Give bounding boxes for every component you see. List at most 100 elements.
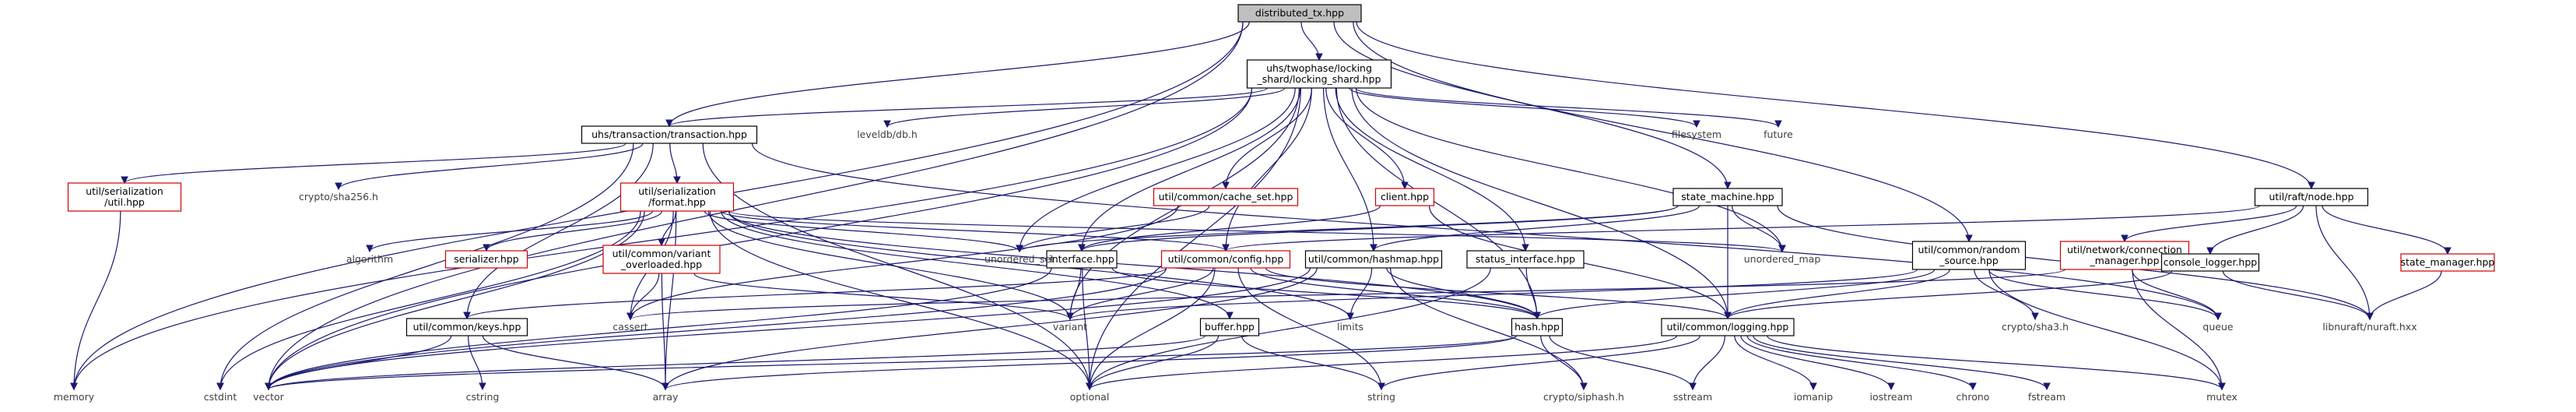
node-ser-util[interactable]: util/serialization/util.hpp — [67, 182, 182, 212]
node-box — [444, 250, 528, 269]
node-box — [67, 182, 182, 212]
node-hash[interactable]: hash.hpp — [1511, 318, 1563, 336]
node-keys[interactable]: util/common/keys.hpp — [405, 318, 528, 336]
node-config[interactable]: util/common/config.hpp — [1160, 250, 1291, 269]
node-transaction[interactable]: uhs/transaction/transaction.hpp — [581, 125, 758, 144]
node-buffer[interactable]: buffer.hpp — [1199, 318, 1260, 336]
node-label: cassert — [612, 321, 648, 333]
edge-line — [1081, 205, 1381, 252]
edge-interface-to-vector — [265, 267, 1052, 391]
node-status-interface[interactable]: status_interface.hpp — [1466, 250, 1585, 269]
arrow-head — [1580, 382, 1588, 391]
node-label: sstream — [1673, 391, 1712, 403]
edge-line — [728, 210, 1538, 319]
edge-line — [1390, 267, 1585, 390]
node-box — [1199, 318, 1260, 336]
node-label: util/raft/node.hpp — [2269, 191, 2353, 202]
node-array: array — [653, 391, 679, 403]
node-random-source[interactable]: util/common/random_source.hpp — [1911, 241, 2027, 270]
node-label: future — [1764, 129, 1793, 140]
node-cassert: cassert — [612, 321, 648, 333]
edge-locking_shard-to-cache_set — [1222, 87, 1312, 190]
node-box — [1153, 188, 1299, 206]
node-logging[interactable]: util/common/logging.hpp — [1661, 318, 1795, 336]
node-label: status_interface.hpp — [1476, 253, 1575, 265]
node-label: distributed_tx.hpp — [1255, 7, 1344, 19]
node-box — [1046, 250, 1118, 269]
node-variant-overloaded[interactable]: util/common/variant_overloaded.hpp — [602, 245, 721, 274]
edge-random_source-to-logging — [1724, 269, 1950, 320]
edge-logging-to-string — [1377, 335, 1700, 391]
edge-raft_node-to-console_logger — [2206, 205, 2304, 255]
node-console-logger[interactable]: console_logger.hpp — [2160, 253, 2260, 272]
arrow-head — [1226, 312, 1234, 320]
edge-line — [661, 273, 666, 390]
edge-line — [1734, 335, 1814, 390]
edge-raft_node-to-connection_manager — [2121, 205, 2297, 243]
edge-line — [707, 210, 1071, 320]
edge-hash-to-vector — [265, 335, 1518, 391]
node-cache-set[interactable]: util/common/cache_set.hpp — [1153, 188, 1299, 206]
edge-line — [1225, 87, 1312, 189]
edge-line — [124, 143, 626, 184]
node-serializer[interactable]: serializer.hpp — [444, 250, 528, 269]
edge-keys-to-cstring — [468, 335, 486, 391]
edge-line — [1069, 269, 1918, 320]
node-filesystem: filesystem — [1672, 129, 1721, 140]
arrow-head — [1315, 53, 1323, 62]
node-connection-manager[interactable]: util/network/connection_manager.hpp — [2059, 241, 2190, 270]
node-label: state_machine.hpp — [1681, 191, 1774, 202]
node-hashmap[interactable]: util/common/hashmap.hpp — [1304, 250, 1443, 269]
node-interface[interactable]: interface.hpp — [1046, 250, 1118, 269]
edge-line — [1740, 335, 1892, 390]
node-box — [581, 125, 758, 144]
arrow-head — [1969, 382, 1977, 391]
edge-line — [720, 210, 1227, 252]
node-label: libnuraft/nuraft.hxx — [2322, 321, 2416, 333]
edge-ser_util-to-memory — [70, 210, 121, 391]
edge-line — [1381, 335, 1700, 390]
node-label: crypto/sha256.h — [299, 191, 378, 202]
edge-line — [630, 273, 660, 320]
edge-logging-to-iostream — [1740, 335, 1895, 391]
edge-line — [665, 210, 677, 390]
edge-ser_format-to-cstdint — [216, 210, 641, 391]
node-raft-node[interactable]: util/raft/node.hpp — [2254, 188, 2369, 206]
edge-random_source-to-sha3 — [1974, 269, 2039, 321]
edge-line — [268, 335, 1518, 390]
edge-status_interface-to-optional — [1086, 267, 1491, 391]
node-client[interactable]: client.hpp — [1374, 188, 1435, 206]
node-label: limits — [1337, 321, 1363, 333]
arrow-head — [673, 176, 681, 185]
edge-line — [1019, 87, 1296, 252]
arrow-head — [2366, 312, 2374, 321]
arrow-head — [1346, 312, 1354, 321]
node-label: fstream — [2028, 391, 2065, 403]
node-sha3: crypto/sha3.h — [2002, 321, 2069, 333]
node-locking-shard[interactable]: uhs/twophase/locking_shard/locking_shard… — [1246, 59, 1392, 89]
node-state-manager[interactable]: state_manager.hpp — [2400, 253, 2495, 272]
edge-random_source-to-hash — [1533, 269, 1936, 320]
node-label: algorithm — [346, 253, 393, 265]
edge-hashmap-to-limits — [1346, 267, 1373, 321]
arrow-head — [1774, 120, 1782, 129]
edge-line — [2124, 205, 2297, 242]
edge-keys-to-array — [482, 335, 669, 391]
node-label: util/common/config.hpp — [1168, 253, 1284, 265]
edge-console_logger-to-logging — [1724, 270, 2172, 320]
node-state-machine[interactable]: state_machine.hpp — [1672, 188, 1783, 206]
node-label: util/common/variant — [612, 248, 711, 259]
node-ser-format[interactable]: util/serialization/format.hpp — [619, 182, 735, 212]
edge-line — [338, 143, 644, 190]
edge-locking_shard-to-filesystem — [1349, 87, 1700, 129]
node-box — [602, 245, 721, 274]
node-label: unordered_map — [1744, 253, 1821, 265]
node-root[interactable]: distributed_tx.hpp — [1237, 4, 1362, 23]
edge-keys-to-vector — [265, 335, 452, 391]
edge-line — [1089, 335, 1220, 390]
node-label: util/common/random — [1918, 244, 2020, 255]
edge-raft_node-to-state_manager — [2322, 205, 2451, 255]
edge-locking_shard-to-leveldb — [883, 87, 1286, 129]
arrow-head — [658, 238, 665, 247]
edge-line — [1019, 205, 1210, 252]
